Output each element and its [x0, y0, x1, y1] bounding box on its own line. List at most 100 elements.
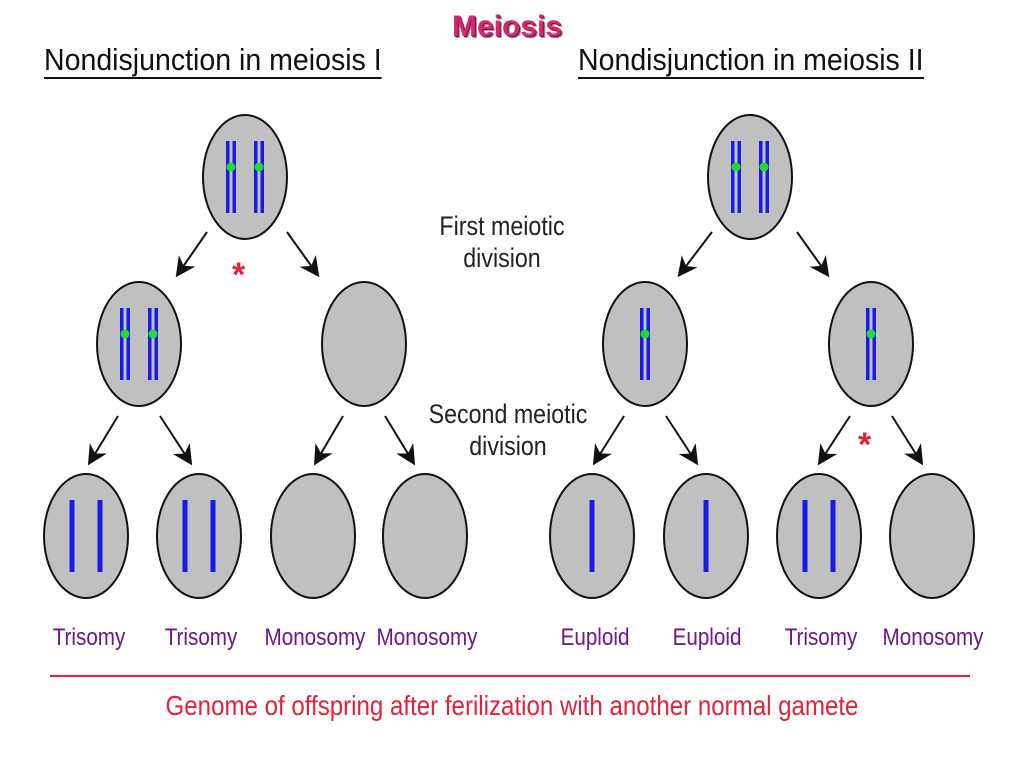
cell-body: [202, 114, 288, 240]
chromatid: [120, 308, 124, 380]
cell: [602, 281, 688, 407]
chromosome: [120, 308, 130, 380]
arrow-icon: [175, 231, 208, 278]
cell-body: [156, 473, 242, 599]
cell: [707, 114, 793, 240]
cell-body: [321, 281, 407, 407]
arrow-icon: [286, 231, 320, 278]
first-division-label: First meiotic division: [416, 210, 588, 275]
chromatid: [232, 141, 236, 213]
chromosome: [640, 308, 650, 380]
arrow-icon: [384, 415, 416, 466]
second-division-line2: division: [469, 431, 547, 462]
footer-caption: Genome of offspring after ferilization w…: [165, 690, 859, 721]
chromosome: [182, 500, 188, 572]
outcome-label: Euploid: [560, 624, 630, 651]
outcome-label: Trisomy: [164, 624, 238, 651]
arrow-icon: [677, 231, 713, 278]
cell: [156, 473, 242, 599]
chromatid: [97, 500, 103, 572]
chromosome: [589, 500, 595, 572]
chromosome: [830, 500, 836, 572]
chromosome: [759, 141, 769, 213]
arrow-icon: [87, 415, 119, 466]
chromosome: [866, 308, 876, 380]
chromatid: [260, 141, 264, 213]
cell: [270, 473, 356, 599]
arrow-icon: [817, 415, 851, 466]
arrow-icon: [665, 415, 699, 466]
cell: [549, 473, 635, 599]
chromatid: [737, 141, 741, 213]
chromosome: [97, 500, 103, 572]
left-panel-heading: Nondisjunction in meiosis I: [44, 42, 382, 79]
chromatid: [866, 308, 870, 380]
chromatid: [69, 500, 75, 572]
cell: [43, 473, 129, 599]
chromatid: [802, 500, 808, 572]
outcome-label: Trisomy: [784, 624, 858, 651]
nondisjunction-star-icon: *: [232, 256, 246, 294]
outcome-label: Monosomy: [264, 624, 366, 651]
arrow-icon: [592, 415, 625, 466]
cell-body: [382, 473, 468, 599]
nondisjunction-star-icon: *: [858, 426, 872, 464]
second-division-label: Second meiotic division: [422, 398, 594, 463]
chromosome: [210, 500, 216, 572]
centromere: [866, 329, 876, 339]
cell: [776, 473, 862, 599]
cell-body: [43, 473, 129, 599]
right-panel-heading: Nondisjunction in meiosis II: [578, 42, 924, 79]
chromatid: [210, 500, 216, 572]
outcome-label: Trisomy: [52, 624, 126, 651]
cell: [663, 473, 749, 599]
chromatid: [148, 308, 152, 380]
cell-body: [96, 281, 182, 407]
chromatid: [872, 308, 876, 380]
centromere: [759, 162, 769, 172]
chromatid: [765, 141, 769, 213]
chromosome: [226, 141, 236, 213]
chromatid: [126, 308, 130, 380]
chromatid: [703, 500, 709, 572]
chromatid: [254, 141, 258, 213]
centromere: [148, 329, 158, 339]
centromere: [226, 162, 236, 172]
chromosome: [703, 500, 709, 572]
chromatid: [731, 141, 735, 213]
cell-body: [889, 473, 975, 599]
first-division-line2: division: [463, 243, 541, 274]
cell: [889, 473, 975, 599]
outcome-label: Monosomy: [376, 624, 478, 651]
first-division-line1: First meiotic: [439, 211, 565, 241]
chromosome: [254, 141, 264, 213]
cell-body: [602, 281, 688, 407]
chromatid: [759, 141, 763, 213]
outcome-label: Monosomy: [882, 624, 984, 651]
arrow-icon: [159, 415, 193, 466]
cell-body: [270, 473, 356, 599]
divider-line: [50, 675, 970, 677]
cell: [321, 281, 407, 407]
centromere: [731, 162, 741, 172]
cell-body: [828, 281, 914, 407]
centromere: [254, 162, 264, 172]
chromatid: [589, 500, 595, 572]
second-division-line1: Second meiotic: [428, 399, 588, 429]
arrow-icon: [313, 415, 344, 466]
cell: [202, 114, 288, 240]
arrow-icon: [891, 415, 924, 466]
outcome-label: Euploid: [672, 624, 742, 651]
cell: [828, 281, 914, 407]
chromatid: [154, 308, 158, 380]
cell: [96, 281, 182, 407]
chromosome: [802, 500, 808, 572]
page-title: Meiosis: [451, 10, 563, 43]
cell-body: [707, 114, 793, 240]
chromatid: [182, 500, 188, 572]
centromere: [120, 329, 130, 339]
chromatid: [830, 500, 836, 572]
cell-body: [776, 473, 862, 599]
